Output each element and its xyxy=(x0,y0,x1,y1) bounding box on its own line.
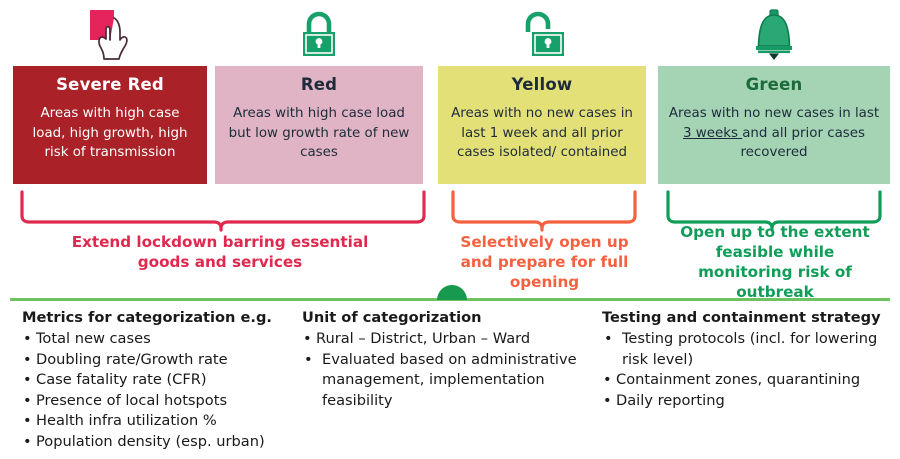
list-item: Health infra utilization % xyxy=(22,411,292,432)
icon-slot-green xyxy=(658,4,890,62)
category-description: Areas with high case load but low growth… xyxy=(228,106,410,160)
open-padlock-icon xyxy=(525,11,564,56)
category-description: Areas with no new cases in last 1 week a… xyxy=(451,106,633,160)
column-list: Rural – District, Urban – Ward Evaluated… xyxy=(302,329,592,411)
column-testing-containment: Testing and containment strategy Testing… xyxy=(602,308,890,411)
action-open-up: Open up to the extent feasible while mon… xyxy=(680,223,870,301)
list-item: Case fatality rate (CFR) xyxy=(22,370,292,391)
column-unit-of-categorization: Unit of categorization Rural – District,… xyxy=(302,308,592,411)
category-title: Green xyxy=(745,75,803,94)
column-title: Testing and containment strategy xyxy=(602,309,881,326)
category-box-green[interactable]: Green Areas with no new cases in last 3 … xyxy=(658,66,890,184)
category-description: Areas with high case load, high growth, … xyxy=(32,106,188,160)
action-selectively-open: Selectively open up and prepare for full… xyxy=(460,233,629,291)
category-description-emphasis: 3 weeks xyxy=(683,125,743,141)
category-title: Severe Red xyxy=(56,75,164,94)
list-item: Population density (esp. urban) xyxy=(22,432,292,453)
icon-slot-red xyxy=(215,4,423,62)
category-box-yellow[interactable]: Yellow Areas with no new cases in last 1… xyxy=(438,66,646,184)
list-item: Doubling rate/Growth rate xyxy=(22,350,292,371)
list-item: Daily reporting xyxy=(602,391,890,412)
list-item: Total new cases xyxy=(22,329,292,350)
bracket-severe-red-and-red xyxy=(18,190,428,232)
category-title: Yellow xyxy=(511,75,573,94)
category-description-post: and all prior cases recovered xyxy=(740,125,865,161)
category-box-red[interactable]: Red Areas with high case load but low gr… xyxy=(215,66,423,184)
column-metrics: Metrics for categorization e.g. Total ne… xyxy=(22,308,292,452)
bell-icon xyxy=(756,9,792,60)
action-extend-lockdown: Extend lockdown barring essential goods … xyxy=(71,233,369,271)
column-list: Total new cases Doubling rate/Growth rat… xyxy=(22,329,292,452)
list-item: Testing protocols (incl. for lowering ri… xyxy=(602,329,890,370)
list-item: Evaluated based on administrative manage… xyxy=(302,350,592,412)
closed-padlock-icon xyxy=(303,11,335,56)
column-title: Unit of categorization xyxy=(302,309,482,326)
category-box-severe-red[interactable]: Severe Red Areas with high case load, hi… xyxy=(13,66,207,184)
category-description: Areas with no new cases in last 3 weeks … xyxy=(668,104,880,163)
icon-slot-yellow xyxy=(438,4,646,62)
list-item: Containment zones, quarantining xyxy=(602,370,890,391)
column-list: Testing protocols (incl. for lowering ri… xyxy=(602,329,890,411)
column-title: Metrics for categorization e.g. xyxy=(22,309,272,326)
category-title: Red xyxy=(300,75,338,94)
bracket-green xyxy=(665,190,883,232)
list-item: Presence of local hotspots xyxy=(22,391,292,412)
icon-slot-severe-red xyxy=(13,4,207,62)
divider-dome-marker xyxy=(437,285,467,300)
bracket-yellow xyxy=(450,190,638,232)
list-item: Rural – District, Urban – Ward xyxy=(302,329,592,350)
category-description-pre: Areas with no new cases in last xyxy=(668,106,880,121)
hand-holding-red-card-icon xyxy=(90,10,128,60)
